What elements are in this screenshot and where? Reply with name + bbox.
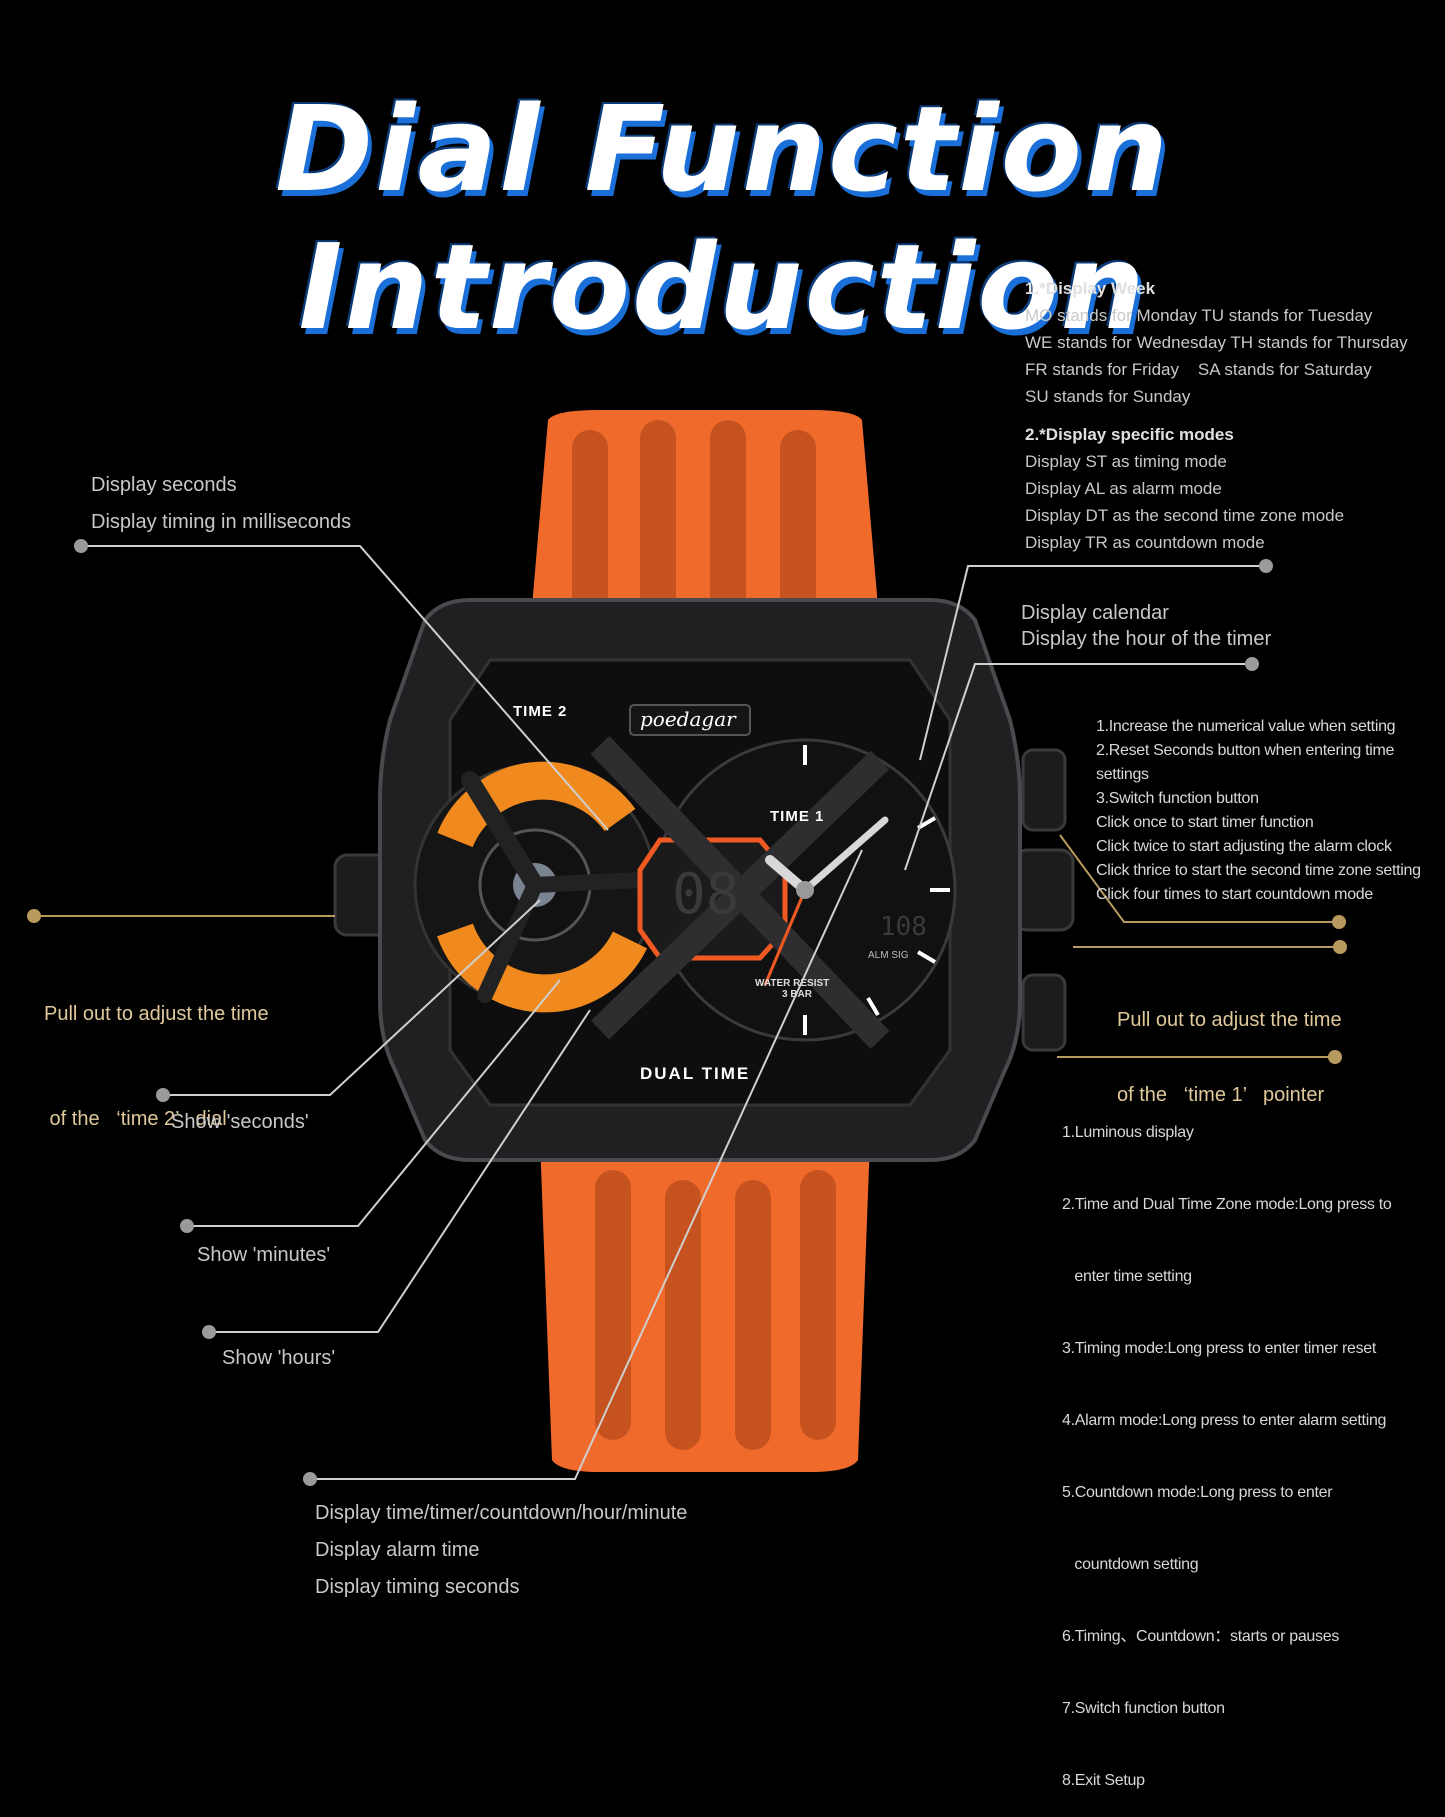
- show-seconds-label: Show 'seconds': [171, 1111, 309, 1133]
- right-crown-line: of the ‘time 1’ pointer: [1117, 1084, 1325, 1106]
- bottom-button-line: enter time setting: [1062, 1268, 1192, 1285]
- left-crown-description: Pull out to adjust the time of the ‘time…: [44, 927, 269, 1172]
- seconds-label-line: Display timing in milliseconds: [91, 511, 352, 533]
- right-crown-line: Pull out to adjust the time: [1117, 1009, 1342, 1031]
- modes-line: Display ST as timing mode: [1025, 452, 1227, 471]
- dial-subdigits: 108: [880, 912, 927, 942]
- bottom-button-line: 6.Timing、Countdown：starts or pauses: [1062, 1628, 1340, 1645]
- bottom-button-line: 1.Luminous display: [1062, 1124, 1194, 1141]
- dial-brand-logo: poedagar: [640, 707, 736, 731]
- bottom-button-line: 4.Alarm mode:Long press to enter alarm s…: [1062, 1412, 1387, 1429]
- dial-dual-time: DUAL TIME: [640, 1064, 751, 1083]
- watch-illustration: [333, 410, 1075, 1472]
- modes-line: Display AL as alarm mode: [1025, 479, 1222, 498]
- page-title: Dial Function Introduction: [275, 80, 1170, 356]
- top-button-line: Click four times to start countdown mode: [1096, 886, 1374, 903]
- strap-bottom: [540, 1140, 870, 1472]
- top-button-line: Click thrice to start the second time zo…: [1096, 862, 1421, 879]
- week-line: SU stands for Sunday: [1025, 387, 1191, 406]
- week-legend: 1.*Display Week MO stands for Monday TU …: [1025, 275, 1408, 410]
- second-hand: [763, 889, 807, 986]
- dial-digits: 08: [672, 862, 740, 927]
- dial-time2-label: TIME 2: [513, 703, 568, 720]
- top-button-line: 1.Increase the numerical value when sett…: [1096, 718, 1396, 735]
- week-heading: 1.*Display Week: [1025, 279, 1156, 298]
- leader-lines: [27, 539, 1347, 1486]
- modes-line: Display DT as the second time zone mode: [1025, 506, 1345, 525]
- bottom-button-line: 2.Time and Dual Time Zone mode:Long pres…: [1062, 1196, 1392, 1213]
- left-crown-line: Pull out to adjust the time: [44, 1003, 269, 1025]
- bottom-button-line: 8.Exit Setup: [1062, 1772, 1145, 1789]
- left-crown-line: of the ‘time 2’ dial: [44, 1108, 227, 1130]
- modes-heading: 2.*Display specific modes: [1025, 425, 1234, 444]
- dial-time1-label: TIME 1: [770, 808, 825, 825]
- minute-hand: [801, 816, 889, 894]
- top-button-description: 1.Increase the numerical value when sett…: [1096, 715, 1445, 907]
- calendar-label-line: Display the hour of the timer: [1021, 628, 1272, 650]
- bottom-display-label: Display time/timer/countdown/hour/minute…: [315, 1495, 687, 1606]
- bottom-button-line: countdown setting: [1062, 1556, 1199, 1573]
- show-minutes-label: Show 'minutes': [197, 1244, 331, 1266]
- top-right-button: [1021, 748, 1067, 832]
- calendar-label-line: Display calendar: [1021, 602, 1169, 624]
- modes-legend: 2.*Display specific modes Display ST as …: [1025, 421, 1344, 556]
- bottom-label-line: Display time/timer/countdown/hour/minute: [315, 1502, 688, 1524]
- top-button-line: Click once to start timer function: [1096, 814, 1314, 831]
- bottom-button-line: 3.Timing mode:Long press to enter timer …: [1062, 1340, 1377, 1357]
- seconds-label-line: Display seconds: [91, 474, 237, 496]
- dial-water-resist: WATER RESIST: [755, 978, 830, 989]
- bottom-label-line: Display alarm time: [315, 1539, 480, 1561]
- seconds-subdial-label: Display seconds Display timing in millis…: [91, 467, 351, 541]
- top-button-line: 3.Switch function button: [1096, 790, 1259, 807]
- bottom-label-line: Display timing seconds: [315, 1576, 520, 1598]
- dial-almsig: ALM SIG: [868, 950, 909, 961]
- top-button-line: Click twice to start adjusting the alarm…: [1096, 838, 1392, 855]
- week-line: MO stands for Monday TU stands for Tuesd…: [1025, 306, 1373, 325]
- modes-line: Display TR as countdown mode: [1025, 533, 1265, 552]
- week-line: WE stands for Wednesday TH stands for Th…: [1025, 333, 1408, 352]
- top-button-line: 2.Reset Seconds button when entering tim…: [1096, 742, 1395, 783]
- bottom-button-description: 1.Luminous display 2.Time and Dual Time …: [1062, 1073, 1392, 1817]
- right-crown-description: Pull out to adjust the time of the ‘time…: [1117, 958, 1342, 1133]
- week-line: FR stands for Friday SA stands for Satur…: [1025, 360, 1372, 379]
- calendar-label: Display calendar Display the hour of the…: [1021, 600, 1271, 652]
- bottom-button-line: 7.Switch function button: [1062, 1700, 1225, 1717]
- bottom-button-line: 5.Countdown mode:Long press to enter: [1062, 1484, 1333, 1501]
- bottom-right-button: [1021, 973, 1067, 1052]
- show-hours-label: Show 'hours': [222, 1347, 336, 1369]
- strap-top: [530, 410, 880, 630]
